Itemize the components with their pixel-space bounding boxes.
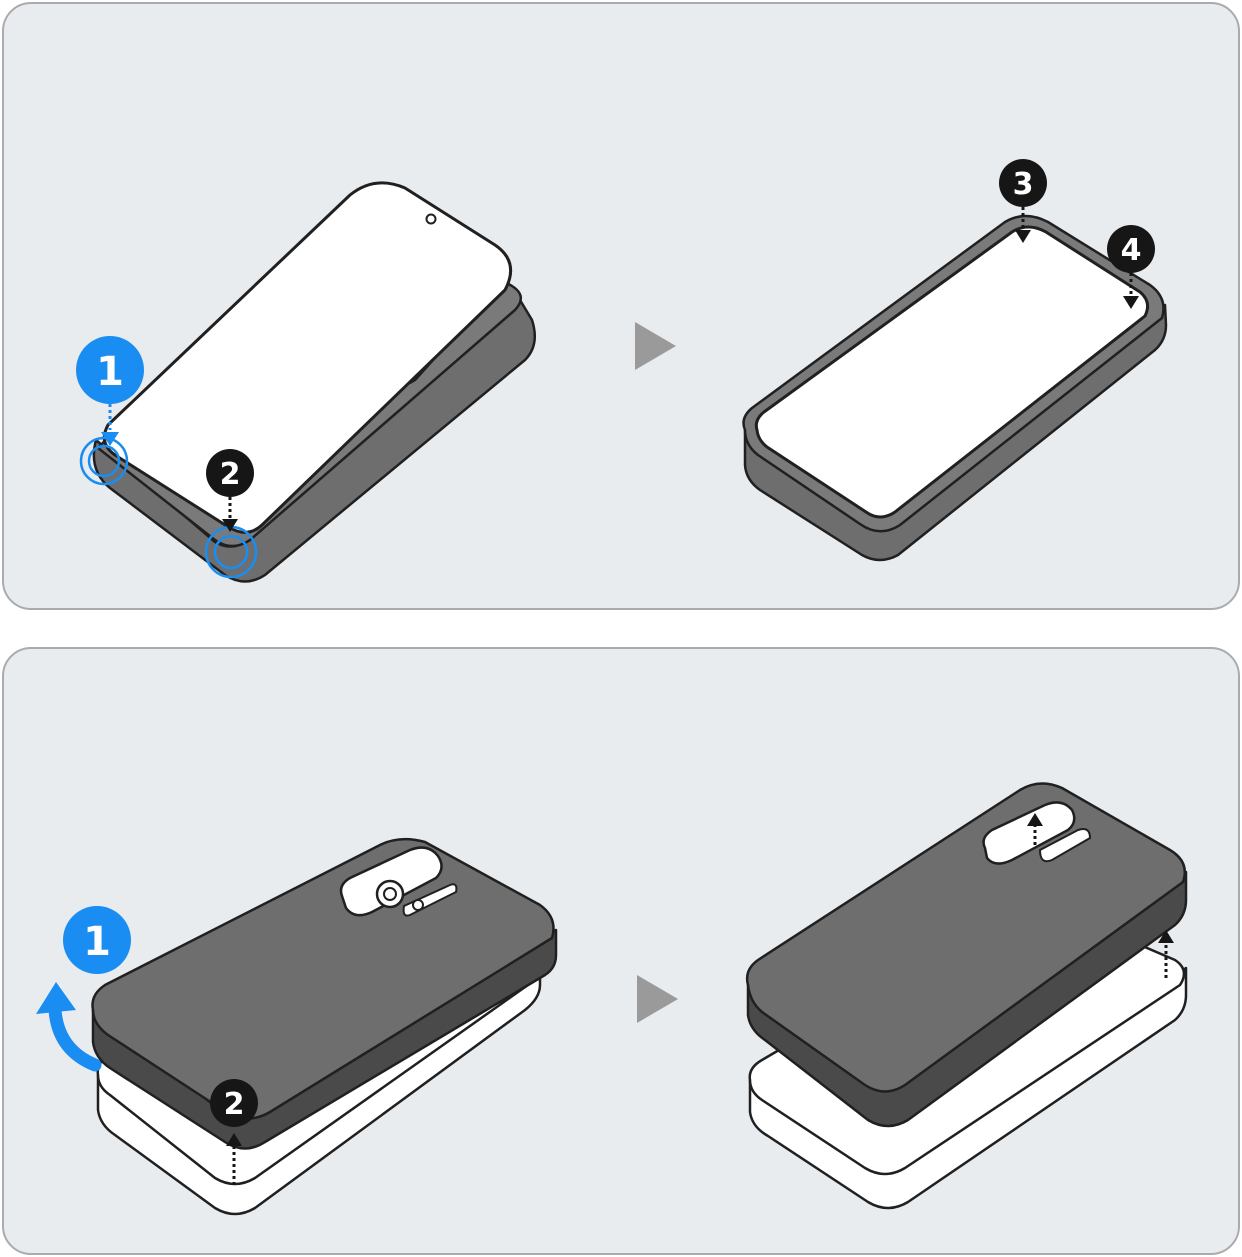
- camera-dot-icon: [425, 213, 437, 225]
- step-badge-1-label: 1: [96, 349, 124, 395]
- remove-right-illustration: [745, 782, 1188, 1210]
- flash-icon: [412, 899, 424, 911]
- step-badge-4: [1107, 225, 1155, 273]
- phone-screen-right: [754, 225, 1150, 519]
- press-ripple-icon: [79, 436, 129, 486]
- curved-arrow-icon: [48, 1003, 102, 1072]
- camera-lens-icon: [383, 887, 397, 901]
- arrow-head-icon: [101, 432, 119, 446]
- step-badge-3-label: 3: [1013, 167, 1034, 202]
- panel-remove: 1 2: [2, 647, 1240, 1255]
- install-left-illustration: 1 2: [76, 181, 537, 583]
- phone-screen-left: [102, 181, 513, 534]
- arrow-head-icon: [1015, 230, 1031, 243]
- play-triangle-icon: [637, 975, 678, 1023]
- arrow-head-icon: [1158, 930, 1174, 943]
- play-triangle-icon: [635, 322, 676, 370]
- case-back-right: [745, 782, 1187, 1093]
- step-badge-2-label: 2: [220, 457, 241, 492]
- arrow-head-icon: [1123, 296, 1139, 309]
- step-badge-2-label: 2: [224, 1087, 245, 1122]
- case-back-left: [91, 837, 555, 1120]
- arrow-head-icon: [222, 519, 238, 532]
- camera-cutout: [982, 801, 1076, 865]
- arrow-head-icon: [226, 1133, 242, 1146]
- arrow-head-icon: [36, 982, 76, 1014]
- step-badge-1-label: 1: [83, 919, 111, 965]
- flash-cutout: [1038, 828, 1092, 863]
- step-badge-2: [210, 1079, 258, 1127]
- step-badge-2: [206, 449, 254, 497]
- step-badge-3: [999, 159, 1047, 207]
- step-badge-1-blue: [76, 336, 144, 404]
- panel-install: 1 2 3 4: [2, 2, 1240, 610]
- install-right-illustration: 3 4: [742, 159, 1168, 562]
- step-badge-1-blue: [63, 906, 131, 974]
- arrow-head-icon: [1027, 813, 1043, 826]
- step-badge-4-label: 4: [1121, 233, 1142, 268]
- remove-left-illustration: 1 2: [36, 837, 558, 1216]
